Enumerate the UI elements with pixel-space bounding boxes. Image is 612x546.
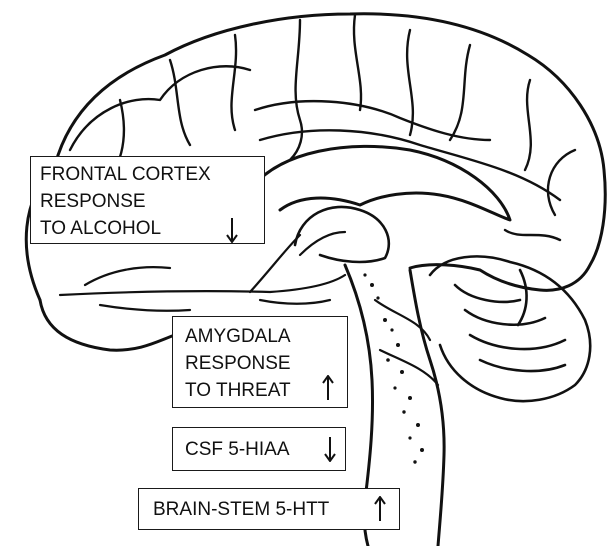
frontal-cortex-label-box: FRONTAL CORTEX RESPONSE TO ALCOHOL [30, 156, 265, 244]
label-line: AMYGDALA [185, 323, 347, 350]
label-line: RESPONSE [185, 350, 347, 377]
label-line: RESPONSE [40, 188, 264, 215]
up-arrow-icon [321, 375, 335, 401]
brain-stem-5-htt-label-box: BRAIN-STEM 5-HTT [138, 488, 400, 530]
down-arrow-icon [225, 217, 239, 243]
thalamus [295, 207, 389, 262]
cerebellum [430, 256, 590, 401]
cerebrum-lower-outline [40, 300, 175, 350]
corpus-callosum [250, 146, 510, 220]
amygdala-label-box: AMYGDALA RESPONSE TO THREAT [172, 316, 348, 408]
down-arrow-icon [323, 436, 337, 462]
csf-5-hiaa-label-box: CSF 5-HIAA [172, 427, 346, 471]
up-arrow-icon [373, 496, 387, 522]
label-line: CSF 5-HIAA [185, 436, 345, 463]
label-line: FRONTAL CORTEX [40, 161, 264, 188]
label-line: BRAIN-STEM 5-HTT [153, 496, 399, 523]
pons [375, 300, 438, 385]
